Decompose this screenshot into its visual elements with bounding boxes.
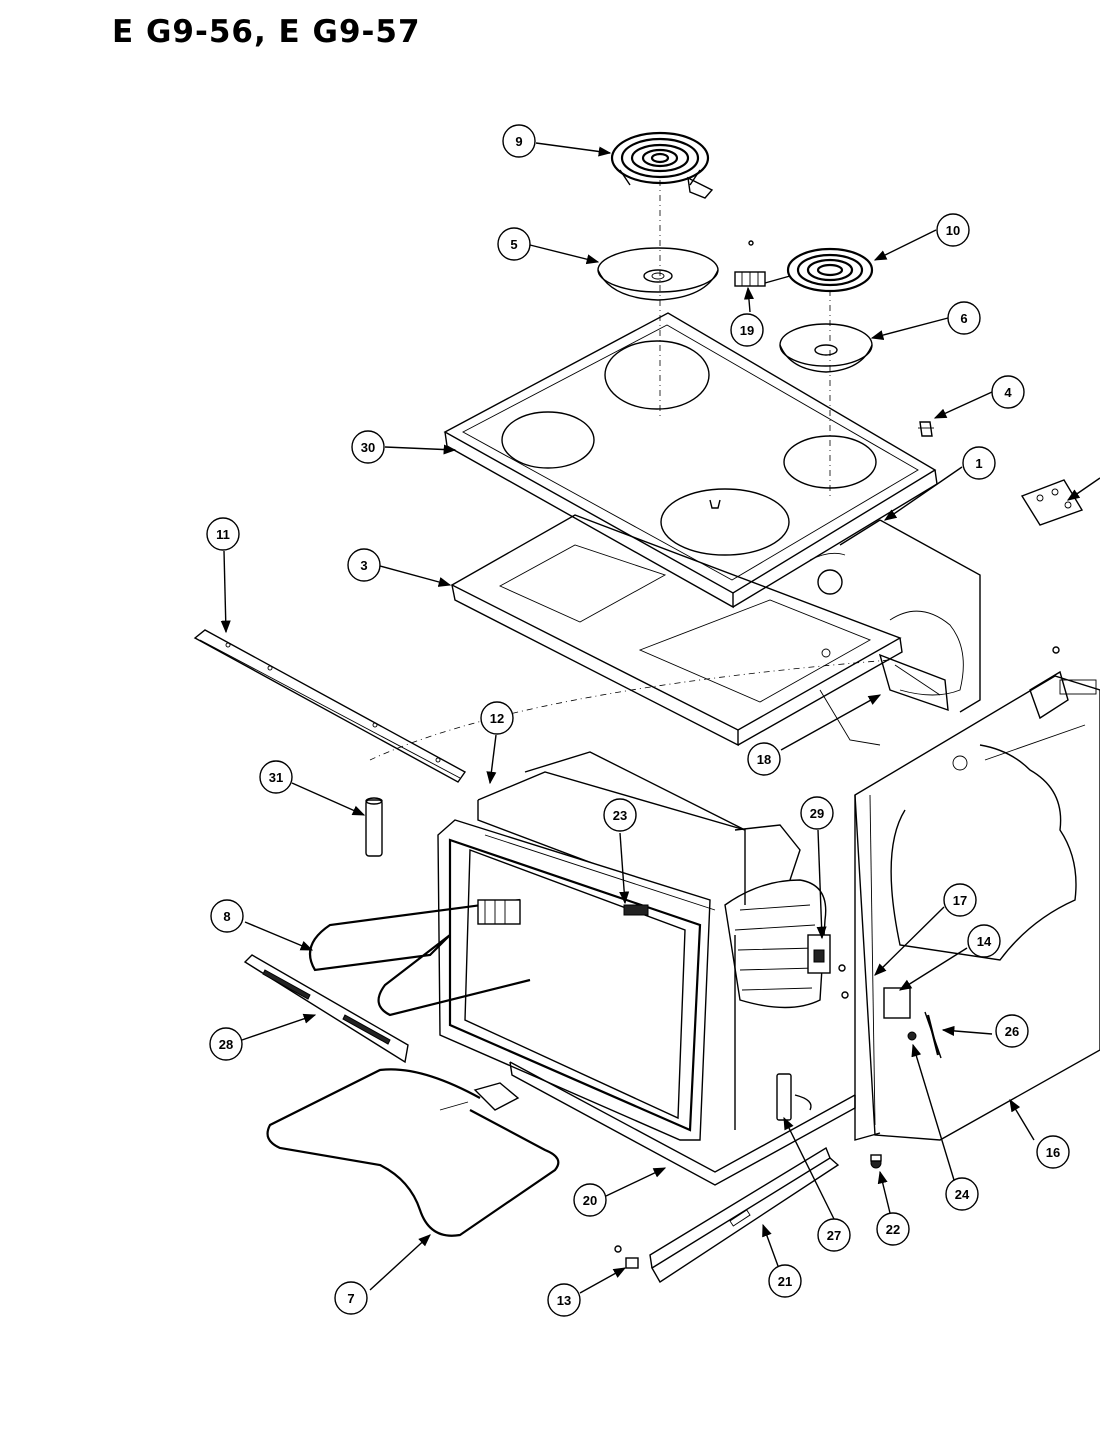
svg-text:12: 12: [490, 711, 504, 726]
leader-lines: [220, 142, 1100, 1294]
svg-text:14: 14: [977, 934, 992, 949]
tube: [365, 797, 383, 857]
element-bracket: [807, 934, 846, 974]
callout-4: 4: [991, 375, 1025, 409]
callout-12: 12: [480, 701, 514, 735]
callout-1: 1: [962, 446, 996, 480]
lower-rail: [649, 1146, 840, 1283]
svg-text:16: 16: [1046, 1145, 1060, 1160]
element-terminal: [623, 904, 649, 916]
svg-text:30: 30: [361, 440, 375, 455]
svg-text:8: 8: [223, 909, 230, 924]
svg-text:22: 22: [886, 1222, 900, 1237]
callout-3: 3: [347, 548, 381, 582]
callout-21: 21: [768, 1264, 802, 1298]
callout-5: 5: [497, 227, 531, 261]
callout-14: 14: [967, 924, 1001, 958]
broil-element: [308, 898, 531, 1017]
heat-shield: [243, 954, 409, 1064]
insulation-blanket: [724, 824, 827, 1009]
svg-text:9: 9: [515, 134, 522, 149]
surface-element-small: [764, 247, 874, 293]
bake-element: [266, 1068, 560, 1237]
control-bracket: [841, 987, 917, 1041]
svg-text:5: 5: [510, 237, 517, 252]
callout-24: 24: [945, 1177, 979, 1211]
callout-9: 9: [502, 124, 536, 158]
callout-20: 20: [573, 1183, 607, 1217]
svg-text:13: 13: [557, 1293, 571, 1308]
drip-pan-small: [779, 323, 873, 373]
svg-text:20: 20: [583, 1193, 597, 1208]
callout-16: 16: [1036, 1135, 1070, 1169]
leveling-leg: [870, 1154, 882, 1169]
svg-text:21: 21: [778, 1274, 792, 1289]
svg-text:29: 29: [810, 806, 824, 821]
callout-18: 18: [747, 742, 781, 776]
svg-text:7: 7: [347, 1291, 354, 1306]
svg-text:18: 18: [757, 752, 771, 767]
svg-text:26: 26: [1005, 1024, 1019, 1039]
side-panel: [854, 646, 1100, 1141]
surface-element-large: [610, 131, 714, 199]
svg-text:19: 19: [740, 323, 754, 338]
cabinet-frame: [809, 519, 981, 746]
svg-text:27: 27: [827, 1228, 841, 1243]
front-rail: [193, 629, 467, 783]
callout-22: 22: [876, 1212, 910, 1246]
svg-text:10: 10: [946, 223, 960, 238]
door-stop: [614, 1245, 639, 1269]
terminal-block: [734, 240, 766, 287]
diagram-title: E G9-56, E G9-57: [112, 14, 421, 50]
callout-27: 27: [817, 1218, 851, 1252]
svg-text:3: 3: [360, 558, 367, 573]
callout-11: 11: [206, 517, 240, 551]
callout-10: 10: [936, 213, 970, 247]
svg-text:31: 31: [269, 770, 283, 785]
inner-top-panel: [450, 514, 903, 747]
callout-17: 17: [943, 883, 977, 917]
bracket: [878, 653, 949, 712]
svg-text:1: 1: [975, 456, 982, 471]
callout-7: 7: [334, 1281, 368, 1315]
clip: [918, 421, 934, 437]
callout-19: 19: [730, 313, 764, 347]
callout-6: 6: [947, 301, 981, 335]
callout-8: 8: [210, 899, 244, 933]
svg-text:11: 11: [216, 527, 230, 542]
door-hinge: [776, 1073, 812, 1121]
callout-30: 30: [351, 430, 385, 464]
terminal-strip: [1020, 479, 1084, 526]
svg-text:4: 4: [1004, 385, 1012, 400]
callout-28: 28: [209, 1027, 243, 1061]
callout-31: 31: [259, 760, 293, 794]
svg-text:17: 17: [953, 893, 967, 908]
svg-text:28: 28: [219, 1037, 233, 1052]
svg-text:23: 23: [613, 808, 627, 823]
callout-26: 26: [995, 1014, 1029, 1048]
spring: [924, 1011, 942, 1059]
svg-text:24: 24: [955, 1187, 970, 1202]
drip-pan-large: [597, 247, 719, 301]
callout-23: 23: [603, 798, 637, 832]
callout-13: 13: [547, 1283, 581, 1317]
svg-text:6: 6: [960, 311, 967, 326]
callout-29: 29: [800, 796, 834, 830]
